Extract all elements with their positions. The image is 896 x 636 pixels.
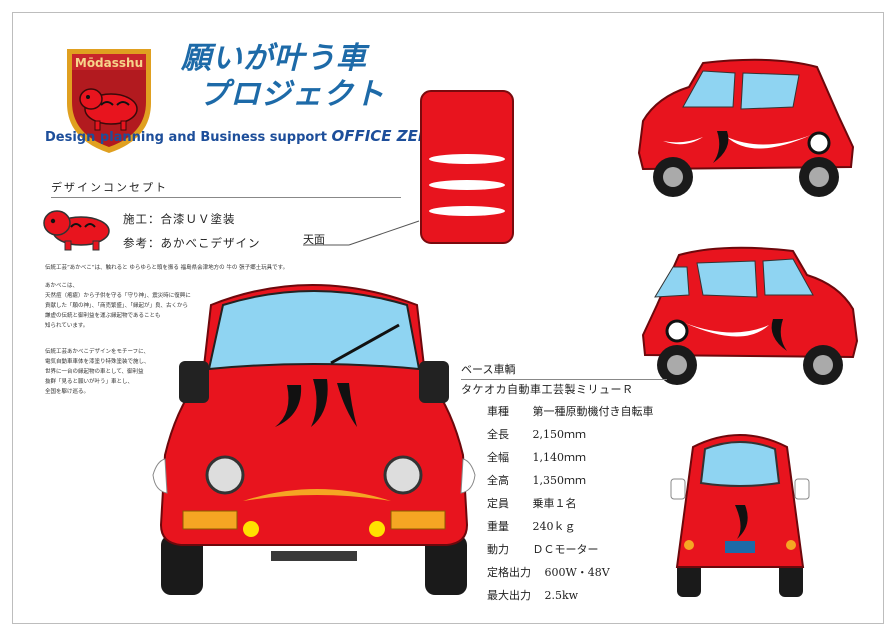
- spec-label: 全高: [487, 474, 509, 487]
- project-title-line2: プロジェクト: [199, 77, 385, 112]
- spec-value: 1,140ｍｍ: [532, 451, 587, 464]
- finish-spec: 施工：合漆ＵＶ塗装: [123, 212, 236, 226]
- car-rear-view-illustration: [670, 434, 810, 597]
- description-paragraph-1: あかべこは、 天然痘（疱瘡）から子供を守る「守り神」、震災時に復興に 貢献した「…: [45, 281, 235, 331]
- spec-value: 1,350ｍｍ: [532, 474, 587, 487]
- tagline-text: Design planning and Business support: [45, 130, 327, 145]
- description-intro: 伝統工芸”あかべこ”は、触れると ゆらゆらと頭を振る 福島県会津地方の 牛の 張…: [45, 265, 289, 271]
- spec-label: 定員: [487, 497, 509, 510]
- car-front-view-illustration: [152, 284, 476, 595]
- svg-text:Mōdasshu: Mōdasshu: [75, 56, 143, 70]
- description-line: 抜群「見ると願いが叶う」車とし、: [45, 379, 134, 385]
- spec-row: 定員 乗車１名: [487, 495, 577, 511]
- spec-label: 車種: [487, 405, 509, 418]
- spec-value: 2.5kw: [544, 589, 579, 602]
- top-view-label: 天面: [303, 233, 325, 246]
- spec-row: 定格出力 600W・48V: [487, 564, 610, 580]
- spec-label: 動力: [487, 543, 509, 556]
- company-tagline: Design planning and Business support OFF…: [45, 127, 458, 145]
- spec-label: 重量: [487, 520, 509, 533]
- spec-row: 最大出力 2.5kw: [487, 587, 578, 603]
- spec-label: 最大出力: [487, 589, 531, 602]
- spec-label: 全幅: [487, 451, 509, 464]
- spec-value: 240ｋｇ: [532, 520, 576, 533]
- description-line: あかべこは、: [45, 283, 79, 289]
- spec-value: ＤＣモーター: [532, 543, 599, 556]
- modasshu-emblem-logo: Mōdasshu: [67, 49, 151, 153]
- spec-row: 重量 240ｋｇ: [487, 518, 576, 534]
- base-vehicle-model: タケオカ自動車工芸製ミリューＲ: [461, 383, 634, 396]
- car-top-view-illustration: [420, 90, 514, 244]
- description-line: 世界に一台の縁起物の車として、御利益: [45, 369, 144, 375]
- description-line: 知られています。: [45, 323, 89, 329]
- design-sheet: Mōdasshu 願いが叶う車 プロジェクト Design planning a…: [12, 12, 884, 624]
- spec-value: 乗車１名: [532, 497, 577, 510]
- spec-row: 動力 ＤＣモーター: [487, 541, 599, 557]
- spec-value: 600W・48V: [544, 566, 610, 579]
- spec-row: 車種 第一種原動機付き自転車: [487, 403, 654, 419]
- description-line: 謙虚の伝統と御利益を運ぶ縁起物であることも: [45, 313, 161, 319]
- description-line: 電気自動車車体を漆塗り特殊塗装で施し、: [45, 359, 150, 365]
- akabeko-icon: [79, 88, 138, 131]
- car-side-view-left-illustration: [637, 58, 855, 197]
- spec-label: 全長: [487, 428, 509, 441]
- project-title: 願いが叶う車 プロジェクト: [181, 41, 411, 113]
- reference-spec: 参考：あかべこデザイン: [123, 236, 261, 250]
- design-concept-heading: デザインコンセプト: [51, 179, 401, 198]
- base-vehicle-heading: ベース車輌: [461, 361, 667, 380]
- spec-value: 第一種原動機付き自転車: [532, 405, 654, 418]
- spec-label: 定格出力: [487, 566, 531, 579]
- description-line: 貢献した「願の神」、「商売繁盛」、「縁起が」良、古くから: [45, 303, 189, 309]
- description-line: 全国を駆け巡る。: [45, 389, 90, 395]
- description-line: 伝統工芸あかべこデザインをモチーフに、: [45, 349, 150, 355]
- spec-row: 全幅 1,140ｍｍ: [487, 449, 586, 465]
- spec-row: 全高 1,350ｍｍ: [487, 472, 586, 488]
- project-title-line1: 願いが叶う車: [181, 41, 367, 76]
- top-view-leader-line: [303, 220, 420, 246]
- akabeko-icon: [43, 210, 110, 251]
- spec-value: 2,150ｍｍ: [532, 428, 587, 441]
- car-side-view-right-illustration: [641, 246, 859, 385]
- description-line: 天然痘（疱瘡）から子供を守る「守り神」、震災時に復興に: [45, 293, 191, 299]
- spec-row: 全長 2,150ｍｍ: [487, 426, 586, 442]
- description-paragraph-2: 伝統工芸あかべこデザインをモチーフに、 電気自動車車体を漆塗り特殊塗装で施し、 …: [45, 347, 235, 397]
